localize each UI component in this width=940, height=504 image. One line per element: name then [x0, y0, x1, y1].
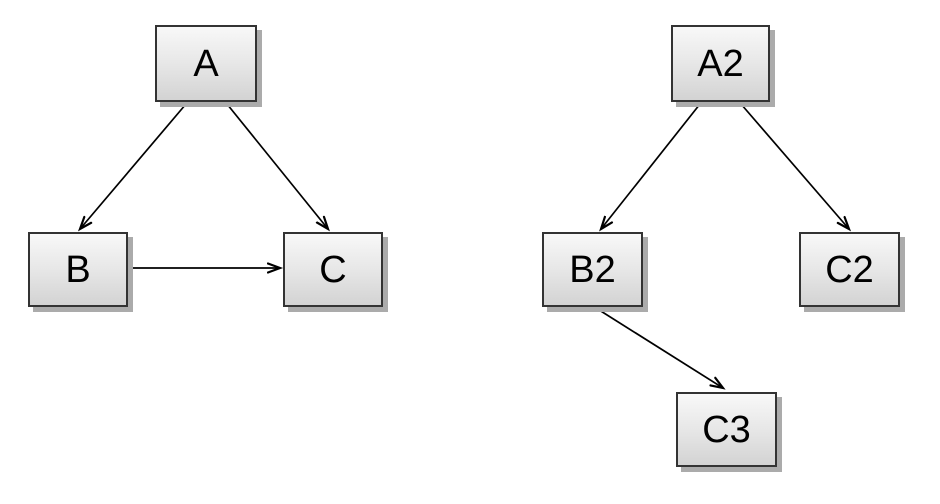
edge-b2-to-c3: [595, 307, 723, 388]
node-c[interactable]: C: [283, 232, 383, 307]
edge-a2-to-b2: [601, 103, 701, 229]
node-label: C2: [825, 248, 874, 291]
node-c2[interactable]: C2: [799, 232, 900, 307]
node-label: C3: [702, 408, 751, 451]
node-label: C: [319, 248, 347, 291]
node-label: A2: [697, 42, 744, 85]
node-label: B2: [569, 248, 616, 291]
edge-a-to-b: [80, 103, 187, 229]
edge-group: [80, 103, 849, 388]
node-c3[interactable]: C3: [676, 392, 777, 467]
node-label: A: [193, 42, 219, 85]
edge-a-to-c: [226, 103, 328, 229]
node-a2[interactable]: A2: [671, 25, 770, 102]
node-label: B: [65, 248, 91, 291]
node-b[interactable]: B: [28, 232, 128, 307]
edge-a2-to-c2: [740, 103, 849, 229]
node-b2[interactable]: B2: [542, 232, 643, 307]
node-a[interactable]: A: [155, 25, 257, 102]
